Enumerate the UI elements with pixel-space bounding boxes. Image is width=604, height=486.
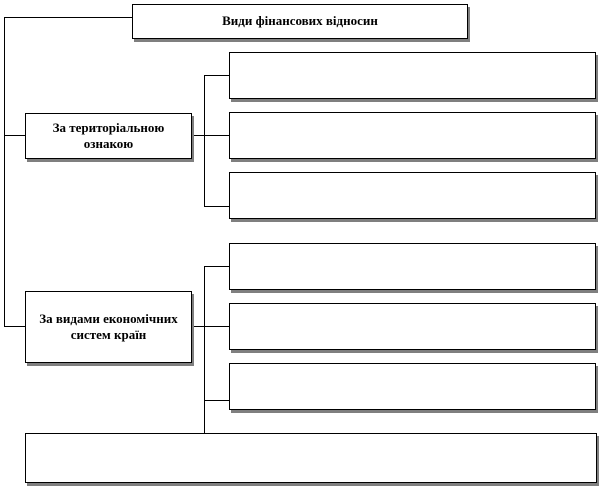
economic-bracket-line: [204, 266, 229, 433]
territorial-bracket-line: [204, 75, 229, 207]
root-trunk-line: [4, 17, 132, 327]
bottom-box: [25, 433, 597, 483]
territorial-sub-box-2: [229, 112, 596, 159]
root-box: Види фінансових відносин: [132, 4, 468, 39]
category-economic-systems-box: За видами економічних систем країн: [25, 291, 192, 363]
territorial-sub-box-3: [229, 172, 596, 219]
root-title: Види фінансових відносин: [222, 13, 378, 29]
economic-sub-box-1: [229, 243, 596, 290]
category-territorial-box: За територіальною ознакою: [25, 113, 192, 159]
category-economic-systems-label: За видами економічних систем країн: [39, 310, 178, 342]
territorial-sub-box-1: [229, 52, 596, 99]
category-territorial-label: За територіальною ознакою: [52, 119, 165, 151]
economic-sub-box-3: [229, 363, 596, 410]
economic-sub-box-2: [229, 303, 596, 350]
